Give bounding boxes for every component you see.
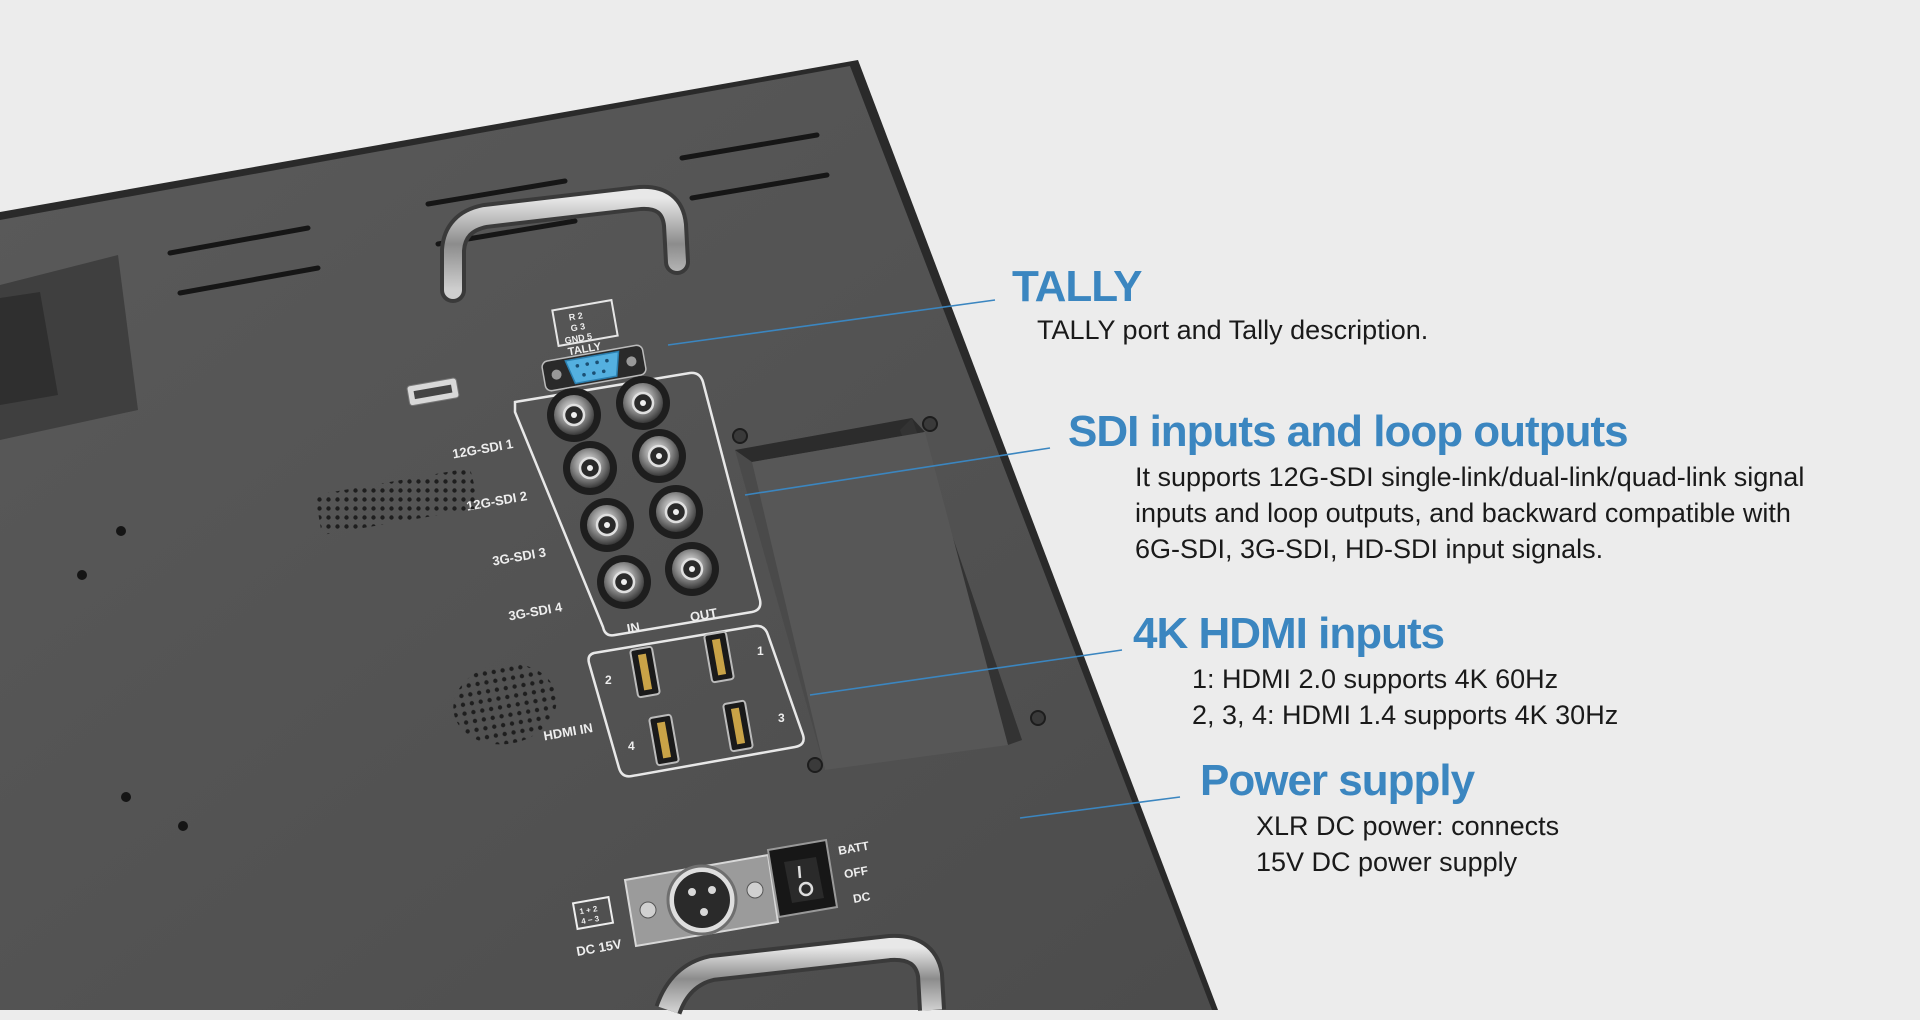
sdi-in-label: IN	[626, 619, 641, 636]
switch-label-batt: BATT	[837, 839, 871, 858]
svg-text:1 + 2: 1 + 2	[579, 904, 599, 916]
hdmi-port-number-3: 3	[778, 711, 785, 725]
tally-port	[541, 344, 647, 392]
callout-lines	[667, 299, 1181, 819]
mounting-holes	[77, 526, 188, 831]
power-desc-line-2: 15V DC power supply	[1256, 847, 1518, 877]
sdi-bnc-connectors	[547, 376, 719, 609]
battery-recess	[732, 416, 1046, 773]
power-title: Power supply	[1200, 756, 1475, 805]
bnc-connector	[563, 441, 617, 495]
hdmi-port-number-4: 4	[628, 739, 635, 753]
power-description: XLR DC power: connects 15V DC power supp…	[1256, 808, 1559, 880]
switch-label-dc: DC	[852, 889, 872, 906]
hdmi-desc-line-2: 2, 3, 4: HDMI 1.4 supports 4K 30Hz	[1192, 700, 1619, 730]
hdmi-annotation: 4K HDMI inputs 1: HDMI 2.0 supports 4K 6…	[1133, 609, 1618, 733]
tally-title: TALLY	[1012, 262, 1142, 311]
bnc-connector	[665, 542, 719, 596]
hdmi-title: 4K HDMI inputs	[1133, 609, 1445, 658]
bnc-connector	[597, 555, 651, 609]
sdi-description: It supports 12G-SDI single-link/dual-lin…	[1135, 459, 1804, 567]
tally-desc-line-1: TALLY port and Tally description.	[1037, 315, 1429, 345]
sdi-desc-line-2: inputs and loop outputs, and backward co…	[1135, 498, 1791, 528]
hdmi-port	[629, 645, 661, 699]
bnc-connector	[632, 429, 686, 483]
switch-label-off: OFF	[843, 863, 869, 881]
tally-annotation: TALLY TALLY port and Tally description.	[1012, 262, 1428, 348]
svg-text:4 − 3: 4 − 3	[581, 914, 601, 926]
sdi-desc-line-3: 6G-SDI, 3G-SDI, HD-SDI input signals.	[1135, 534, 1604, 564]
bnc-connector	[616, 376, 670, 430]
hdmi-ports	[629, 630, 754, 767]
hdmi-panel-outline	[587, 624, 805, 778]
xlr-power-connector	[623, 853, 780, 948]
tally-pin-r: R 2	[568, 310, 584, 322]
bnc-connector	[649, 485, 703, 539]
bnc-connector	[580, 498, 634, 552]
power-annotation: Power supply XLR DC power: connects 15V …	[1200, 756, 1559, 880]
sdi-title: SDI inputs and loop outputs	[1068, 407, 1629, 456]
hdmi-port-number-2: 2	[605, 673, 612, 687]
bnc-connector	[547, 388, 601, 442]
sdi-out-label: OUT	[689, 605, 719, 625]
hdmi-port-number-1: 1	[757, 644, 764, 658]
tally-pin-legend: R 2 G 3 GND 5	[551, 298, 619, 348]
hdmi-description: 1: HDMI 2.0 supports 4K 60Hz 2, 3, 4: HD…	[1192, 661, 1618, 733]
sdi-desc-line-1: It supports 12G-SDI single-link/dual-lin…	[1135, 462, 1805, 492]
usb-port	[406, 377, 460, 407]
speaker-grille-lower	[453, 663, 557, 745]
tally-pin-gnd: GND 5	[564, 331, 593, 346]
tally-pin-g: G 3	[570, 321, 586, 333]
bottom-handle	[654, 933, 946, 1016]
dc-polarity-icon: 1 + 2 4 − 3	[571, 895, 615, 931]
sdi-annotation: SDI inputs and loop outputs It supports …	[1068, 407, 1804, 567]
hdmi-port	[648, 713, 680, 767]
sdi-panel-outline	[513, 371, 762, 637]
tally-description: TALLY port and Tally description.	[1037, 312, 1428, 348]
top-handle	[440, 184, 690, 303]
vesa-recess	[0, 255, 138, 440]
speaker-grille-upper	[315, 468, 480, 535]
power-desc-line-1: XLR DC power: connects	[1256, 811, 1560, 841]
hdmi-port	[722, 699, 754, 753]
hdmi-desc-line-1: 1: HDMI 2.0 supports 4K 60Hz	[1192, 664, 1559, 694]
hdmi-port	[703, 630, 735, 684]
power-switch	[766, 838, 839, 919]
